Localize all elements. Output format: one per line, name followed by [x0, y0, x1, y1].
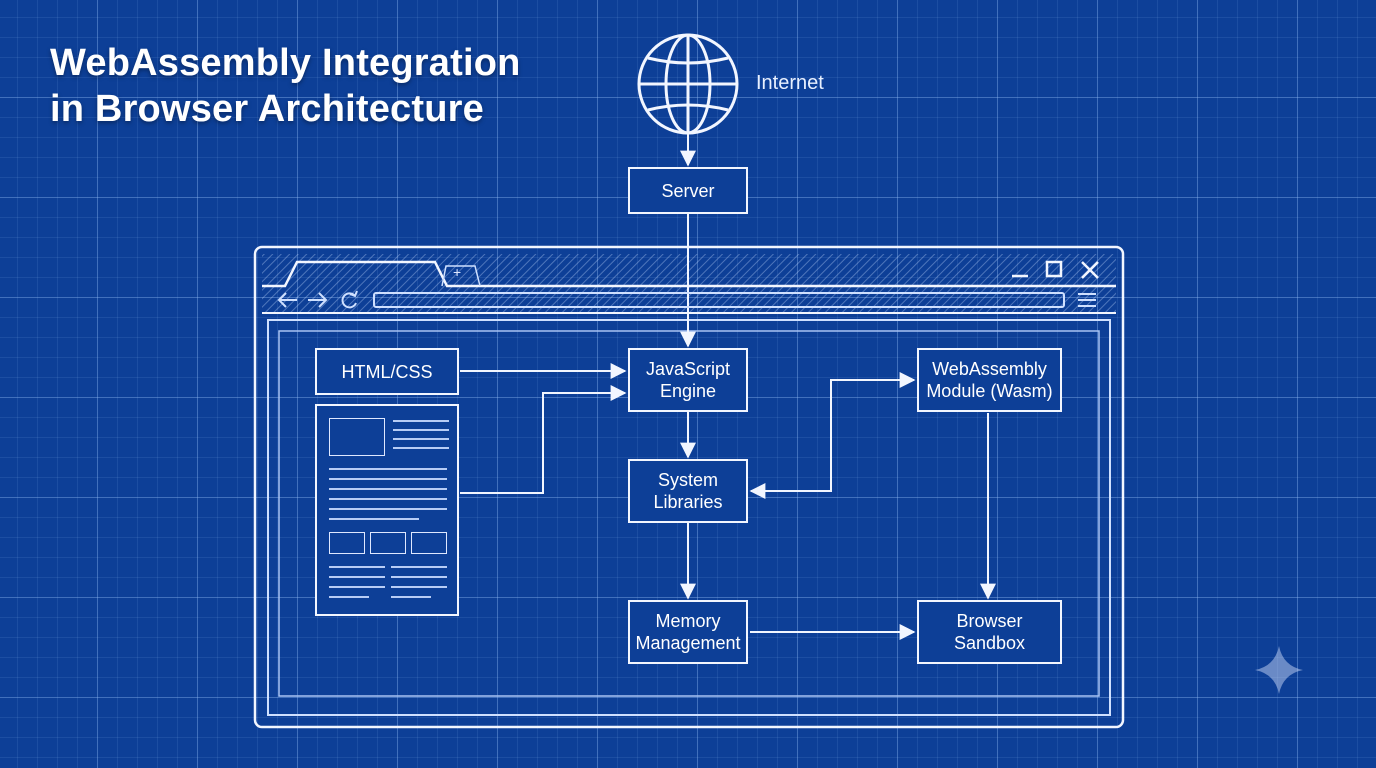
- document-text-line: [329, 488, 447, 490]
- document-text-line: [329, 518, 419, 520]
- webassembly-module-box: WebAssembly Module (Wasm): [917, 348, 1062, 412]
- document-text-line: [329, 586, 385, 588]
- internet-label: Internet: [756, 72, 824, 94]
- browser-sandbox-box: Browser Sandbox: [917, 600, 1062, 664]
- syslib-line2: Libraries: [653, 492, 723, 512]
- sandbox-line1: Browser: [956, 611, 1023, 631]
- globe-icon: [637, 33, 739, 135]
- memory-line2: Management: [635, 633, 741, 653]
- document-text-line: [329, 596, 369, 598]
- maximize-icon[interactable]: [1045, 260, 1063, 278]
- forward-arrow-icon[interactable]: [308, 292, 328, 308]
- address-bar[interactable]: [373, 292, 1065, 308]
- title-line-1: WebAssembly Integration: [50, 42, 521, 84]
- document-text-line: [393, 438, 449, 440]
- memory-line1: Memory: [655, 611, 721, 631]
- js-engine-line2: Engine: [659, 381, 717, 401]
- new-tab-button[interactable]: +: [453, 264, 462, 280]
- document-image-placeholder: [329, 418, 385, 456]
- javascript-engine-box: JavaScript Engine: [628, 348, 748, 412]
- document-text-line: [393, 420, 449, 422]
- syslib-line1: System: [657, 470, 718, 490]
- document-page: [315, 404, 459, 616]
- wasm-line1: WebAssembly: [932, 359, 1047, 379]
- document-text-line: [391, 586, 447, 588]
- document-text-line: [391, 566, 447, 568]
- title-line-2: in Browser Architecture: [50, 88, 484, 130]
- server-box: Server: [628, 167, 748, 214]
- document-text-line: [329, 468, 447, 470]
- sparkle-icon: [1255, 646, 1303, 694]
- js-engine-line1: JavaScript: [645, 359, 731, 379]
- document-text-line: [329, 576, 385, 578]
- wasm-line2: Module (Wasm): [926, 381, 1053, 401]
- html-css-label: HTML/CSS: [341, 361, 433, 382]
- reload-icon[interactable]: [341, 290, 358, 309]
- document-thumbnail: [329, 532, 365, 554]
- diagram-title: WebAssembly Integration in Browser Archi…: [50, 40, 521, 132]
- system-libraries-box: System Libraries: [628, 459, 748, 523]
- close-icon[interactable]: [1081, 261, 1099, 279]
- document-thumbnail: [411, 532, 447, 554]
- back-arrow-icon[interactable]: [277, 292, 297, 308]
- document-thumbnail: [370, 532, 406, 554]
- sandbox-line2: Sandbox: [953, 633, 1026, 653]
- document-text-line: [393, 429, 449, 431]
- document-text-line: [329, 508, 447, 510]
- document-text-line: [391, 576, 447, 578]
- server-label: Server: [661, 180, 715, 201]
- document-text-line: [329, 566, 385, 568]
- memory-management-box: Memory Management: [628, 600, 748, 664]
- document-text-line: [329, 478, 447, 480]
- edge-syslib-wasm: [749, 372, 916, 499]
- document-text-line: [329, 498, 447, 500]
- document-text-line: [393, 447, 449, 449]
- menu-icon[interactable]: [1078, 293, 1096, 307]
- edge-document-js: [460, 385, 627, 494]
- document-text-line: [391, 596, 431, 598]
- html-css-box: HTML/CSS: [315, 348, 459, 395]
